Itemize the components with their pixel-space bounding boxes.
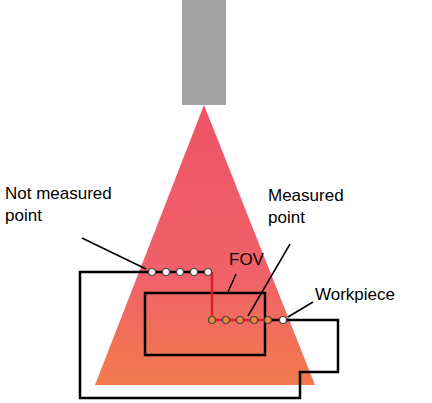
point-markers — [149, 269, 287, 324]
point-marker — [191, 269, 198, 276]
callout-label: Workpiece — [315, 284, 425, 306]
point-marker — [209, 317, 216, 324]
point-marker — [149, 269, 156, 276]
laser-beam — [95, 105, 315, 385]
point-marker — [205, 269, 212, 276]
fov-edge — [211, 272, 214, 320]
point-marker — [237, 317, 244, 324]
point-marker — [163, 269, 170, 276]
point-marker — [223, 317, 230, 324]
sensor-head — [182, 0, 226, 105]
point-marker — [177, 269, 184, 276]
point-marker — [251, 317, 258, 324]
workpiece-step — [145, 293, 265, 355]
callout-label: Measured point — [268, 185, 354, 229]
point-marker — [280, 317, 287, 324]
workpiece-outline — [80, 272, 338, 398]
callout-label: FOV — [229, 249, 289, 271]
callout-label: Not measured point — [5, 183, 117, 227]
point-marker — [265, 317, 272, 324]
leader-lines — [82, 238, 313, 317]
